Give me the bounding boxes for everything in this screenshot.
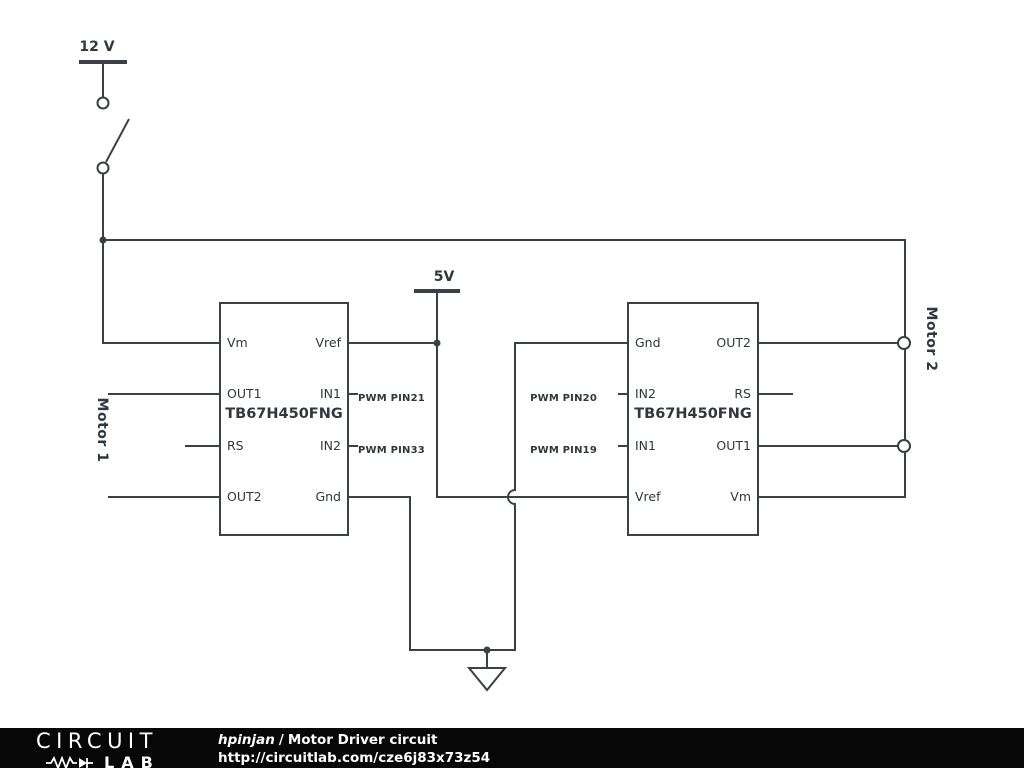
ic2-part-number: TB67H450FNG [634, 406, 752, 422]
ic2-pin-vm: Vm [730, 489, 751, 504]
ic2-pin-out1: OUT1 [716, 438, 751, 453]
supply-12v-label: 12 V [79, 39, 115, 55]
ic2-pin-rs: RS [734, 386, 751, 401]
net-label-pwm-pin19: PWM PIN19 [530, 445, 597, 456]
ic1-pin-vm: Vm [227, 335, 248, 350]
ic1-pin-gnd: Gnd [315, 489, 341, 504]
motor1-label: Motor 1 [94, 397, 110, 463]
footer-meta: hpinjan/Motor Driver circuit http://circ… [218, 731, 490, 767]
circuitlab-logo-bottom: LAB [46, 753, 160, 772]
resistor-diode-icon [46, 755, 93, 770]
ic2-body [627, 302, 759, 536]
circuit-title-line: hpinjan/Motor Driver circuit [218, 731, 490, 749]
net-label-pwm-pin21: PWM PIN21 [358, 393, 425, 404]
supply-5v-label: 5V [433, 269, 455, 285]
ground-symbol-icon [466, 667, 508, 692]
ic1-part-number: TB67H450FNG [225, 406, 343, 422]
circuitlab-logo-text-bottom: LAB [104, 753, 160, 772]
switch-contact-bottom-icon [96, 161, 110, 175]
junction-dot [99, 236, 107, 244]
motor2-terminal-a-icon [897, 336, 911, 350]
wire-ic2-gnd-hop [487, 342, 628, 651]
wire-12v-ic1-vm [102, 240, 220, 344]
ic1-pin-in2: IN2 [320, 438, 341, 453]
wire-ic1-gnd [348, 496, 487, 651]
ic2-pin-vref: Vref [635, 489, 661, 504]
switch-contact-top-icon [96, 96, 110, 110]
switch-lever-icon [105, 118, 130, 163]
ic2-pin-out2: OUT2 [716, 335, 751, 350]
title-separator: / [278, 732, 284, 748]
net-label-pwm-pin33: PWM PIN33 [358, 445, 425, 456]
footer-bar: CIRCUIT LAB hpinjan/Motor Driver circuit… [0, 728, 1024, 772]
ic1-body [219, 302, 349, 536]
ic1-pin-in1: IN1 [320, 386, 341, 401]
circuit-url: http://circuitlab.com/cze6j83x73z54 [218, 750, 491, 766]
ic2-pin-gnd: Gnd [635, 335, 661, 350]
author-name: hpinjan [218, 732, 275, 748]
ic1-pin-out1: OUT1 [227, 386, 262, 401]
motor2-label: Motor 2 [923, 306, 939, 372]
ic1-pin-rs: RS [227, 438, 244, 453]
circuitlab-logo-text-top: CIRCUIT [36, 729, 158, 753]
junction-dot [433, 339, 441, 347]
circuit-title: Motor Driver circuit [287, 732, 438, 748]
net-label-pwm-pin20: PWM PIN20 [530, 393, 597, 404]
motor2-terminal-b-icon [897, 439, 911, 453]
junction-dot [483, 646, 491, 654]
ic1-pin-vref: Vref [315, 335, 341, 350]
wire-12v-rail [103, 239, 906, 498]
ic1-pin-out2: OUT2 [227, 489, 262, 504]
ic2-pin-in2: IN2 [635, 386, 656, 401]
wire-5v-ic2-vref [436, 343, 628, 498]
circuitlab-logo: CIRCUIT LAB [36, 731, 160, 772]
ic2-pin-in1: IN1 [635, 438, 656, 453]
